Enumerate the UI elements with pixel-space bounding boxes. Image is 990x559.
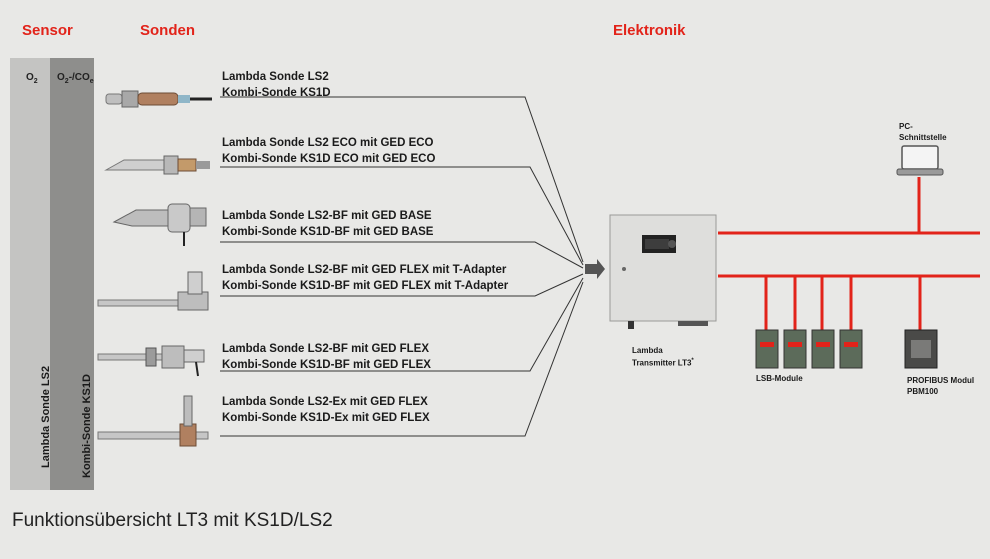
o2-column-head: O2 — [26, 72, 38, 85]
arrow-to-transmitter — [585, 259, 605, 279]
profibus-module-image — [904, 329, 938, 369]
probe-image-2 — [104, 155, 210, 175]
pc-interface-label: PC-Schnittstelle — [899, 122, 947, 142]
line-probe-1 — [220, 96, 584, 263]
header-elektronik: Elektronik — [613, 22, 686, 39]
lsb-modules-image — [755, 329, 863, 369]
probe-image-3 — [112, 203, 207, 246]
probe-label-4: Lambda Sonde LS2-BF mit GED FLEX mit T-A… — [222, 264, 509, 292]
combi-column — [50, 58, 94, 490]
probe-image-6 — [97, 395, 209, 447]
probe-image-4 — [97, 271, 209, 311]
header-sensor: Sensor — [22, 22, 73, 39]
header-sonden: Sonden — [140, 22, 195, 39]
o2-column — [10, 58, 50, 490]
line-probe-4 — [220, 273, 584, 297]
line-probe-5 — [220, 277, 584, 372]
transmitter-label: Lambda Transmitter LT3* — [632, 346, 694, 368]
footer-title: Funktionsübersicht LT3 mit KS1D/LS2 — [12, 510, 333, 531]
transmitter-image — [609, 214, 717, 329]
laptop-icon — [896, 145, 944, 176]
line-probe-2 — [220, 166, 584, 266]
probe-image-5 — [97, 345, 205, 377]
line-probe-6 — [220, 281, 584, 437]
line-probe-3 — [220, 241, 584, 269]
combi-column-head: O2-/COe — [57, 72, 94, 85]
lsb-modules-label: LSB-Module — [756, 374, 803, 383]
probe-image-1 — [105, 90, 212, 108]
